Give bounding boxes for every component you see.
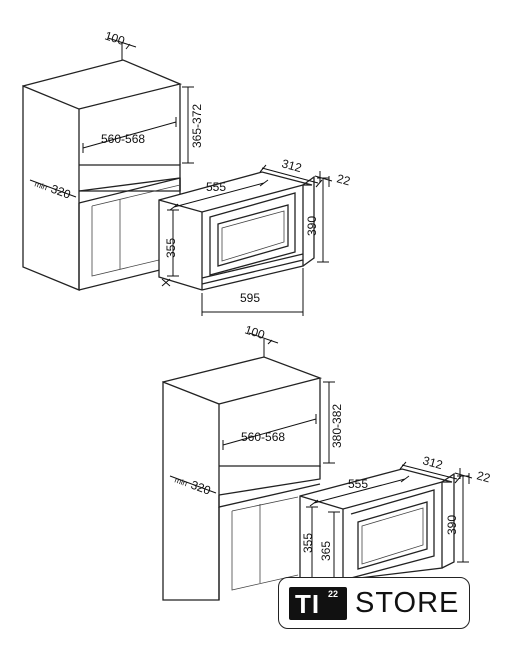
top-dim-355-label: 355 [164, 238, 178, 258]
top-dim-niche-height-label: 365-372 [190, 104, 204, 148]
top-dim-width-555: 555 [169, 179, 269, 211]
bottom-dim-niche-height-label: 380-382 [330, 404, 344, 448]
bottom-appliance-door [350, 489, 435, 579]
top-dim-355-cross [161, 278, 171, 287]
bottom-dim-min-depth-line [169, 475, 217, 494]
bottom-appliance [299, 468, 455, 581]
top-appliance [158, 171, 315, 291]
top-dim-390-label: 390 [305, 216, 319, 236]
top-shelf-lower-edge [78, 177, 181, 204]
bottom-dim-niche-height: 380-382 [323, 381, 344, 464]
bottom-dim-555-lines [309, 475, 410, 507]
top-cabinet [22, 59, 183, 291]
top-dim-355-lines [167, 209, 179, 277]
top-dim-100-lines [107, 37, 137, 60]
bottom-dim-offset-22: 22 [454, 468, 492, 485]
bottom-dim-min-depth: min 320 [169, 475, 217, 498]
bottom-dim-365-label: 365 [319, 541, 333, 561]
top-appliance-window-inner [221, 210, 285, 262]
top-dim-390-lines [317, 177, 329, 263]
top-dim-595-lines [201, 268, 304, 316]
top-appliance-door [209, 192, 296, 276]
bottom-dim-100-label: 100 [243, 323, 267, 343]
bottom-dim-min-value: 320 [189, 478, 213, 498]
top-dim-niche-width-lines [82, 117, 177, 153]
bottom-dim-355-label: 355 [301, 533, 315, 553]
top-dim-min-label: min [33, 179, 48, 192]
bottom-dim-height-390: 390 [445, 475, 469, 563]
bottom-dim-niche-width-label: 560-568 [241, 430, 285, 444]
top-dim-niche-width: 560-568 [82, 117, 177, 153]
bottom-lower-inner [231, 496, 299, 591]
top-dim-555-label: 555 [206, 180, 226, 194]
top-appliance-side [302, 175, 315, 267]
bottom-dim-min-label: min [173, 475, 188, 488]
top-dim-312-lines [259, 164, 323, 188]
top-dim-niche-width-label: 560-568 [101, 132, 145, 146]
bottom-cabinet-top [162, 356, 323, 405]
bottom-dim-555-label: 555 [348, 477, 368, 491]
bottom-dim-depth-100: 100 [243, 323, 279, 357]
top-appliance-window [217, 204, 289, 267]
top-dim-height-355: 355 [161, 209, 179, 287]
bottom-appliance-side [441, 472, 455, 569]
bottom-dim-390-label: 390 [445, 515, 459, 535]
bottom-dim-355-lines [306, 506, 318, 580]
top-dim-min-depth: min 320 [29, 179, 77, 202]
top-upper-niche [79, 164, 181, 192]
bottom-dim-depth-312: 312 [399, 453, 462, 484]
top-dim-595-label: 595 [240, 291, 260, 305]
top-dim-22-label: 22 [335, 171, 352, 188]
bottom-appliance-window [357, 501, 428, 570]
store-logo: TI 22 STORE [278, 577, 470, 629]
bottom-dim-100-lines [248, 332, 279, 357]
logo-badge: TI 22 [289, 587, 347, 620]
bottom-dim-height-365: 365 [319, 511, 340, 580]
top-dim-min-depth-line [29, 179, 77, 198]
bottom-dim-365-lines [328, 511, 340, 580]
logo-brand-left: TI [295, 589, 321, 619]
bottom-dim-390-lines [457, 475, 469, 563]
bottom-dim-width-555: 555 [309, 475, 410, 507]
bottom-dim-312-label: 312 [421, 453, 444, 472]
bottom-upper-niche [218, 465, 321, 496]
bottom-dim-niche-width: 560-568 [222, 414, 317, 450]
top-dim-niche-height: 365-372 [182, 86, 204, 164]
top-dim-offset-22: 22 [314, 171, 352, 188]
top-dim-depth-100: 100 [103, 29, 137, 60]
top-dim-100-label: 100 [103, 29, 127, 49]
bottom-appliance-window-inner [361, 507, 424, 565]
top-diagram: 100 365-372 560-568 min 320 [22, 29, 352, 316]
logo-brand-superscript: 22 [328, 589, 339, 599]
top-dim-min-value: 320 [49, 182, 73, 202]
top-appliance-control-strip [201, 253, 304, 285]
bottom-dim-height-355: 355 [301, 506, 318, 580]
bottom-dim-22-label: 22 [475, 468, 492, 485]
logo-brand-right: STORE [355, 587, 460, 619]
bottom-dim-niche-height-lines [323, 381, 335, 464]
top-shelf [78, 177, 181, 192]
top-dim-depth-312: 312 [259, 156, 323, 188]
bottom-diagram: 100 380-382 560-568 min 320 [162, 323, 492, 601]
top-lower-inner [91, 184, 181, 277]
top-cabinet-top [22, 59, 183, 110]
top-dim-312-label: 312 [280, 156, 303, 175]
top-dim-niche-height-lines [182, 86, 194, 164]
top-dim-width-595: 595 [201, 268, 304, 316]
bottom-dim-niche-width-lines [222, 414, 317, 450]
bottom-cabinet [162, 356, 323, 601]
top-appliance-body [158, 171, 313, 291]
top-dim-height-390: 390 [305, 177, 329, 263]
top-dim-555-lines [169, 179, 269, 211]
